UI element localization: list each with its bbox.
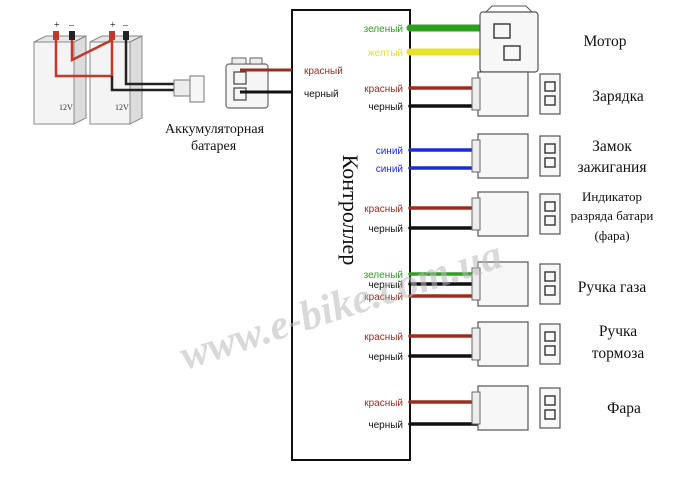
battery-cell: + – 12V — [33, 20, 87, 125]
device-label: Ручка — [599, 323, 637, 340]
device-1: Зарядка — [471, 71, 644, 117]
device-connector — [471, 133, 561, 179]
device-3: Индикатор разряда батари (фара) — [471, 189, 654, 243]
device-label: Индикатор — [582, 189, 642, 204]
device-wire-label: зеленый — [364, 270, 403, 281]
device-wire-label: черный — [368, 102, 403, 113]
device-wire-label: красный — [364, 332, 403, 343]
battery-cell-minus: – — [122, 20, 129, 31]
device-6: Фара — [471, 385, 641, 431]
device-connector — [471, 385, 561, 431]
battery-label: батарея — [191, 139, 237, 154]
battery-wire-label: черный — [304, 89, 339, 100]
controller-title: Контроллер — [338, 155, 363, 266]
device-5: Ручка тормоза — [471, 321, 645, 367]
battery-cell-voltage: 12V — [115, 103, 129, 112]
device-wire-label: черный — [368, 420, 403, 431]
battery-wire-label: красный — [304, 66, 343, 77]
battery-label: Аккумуляторная — [165, 122, 265, 137]
device-label: (фара) — [594, 228, 629, 243]
device-label: Замок — [592, 138, 632, 155]
device-2: Замок зажигания — [471, 133, 647, 179]
device-4: Ручка газа — [471, 261, 647, 307]
device-connector — [471, 191, 561, 237]
device-label: Ручка газа — [578, 279, 647, 296]
battery-cell-minus: – — [68, 20, 75, 31]
battery-output-wire — [110, 76, 176, 92]
battery-cell: + – 12V — [89, 20, 143, 125]
device-wire-label: красный — [364, 292, 403, 303]
device-connector — [471, 261, 561, 307]
device-connector — [471, 321, 561, 367]
device-wire-label: зеленый — [364, 24, 403, 35]
battery-connector — [225, 57, 269, 109]
device-label: тормоза — [592, 345, 645, 362]
device-wire-label: синий — [376, 164, 403, 175]
battery-pack: + – 12V + – 12V — [33, 20, 265, 154]
controller-box — [291, 9, 411, 461]
battery-link-wire — [54, 40, 114, 78]
battery-plug — [173, 75, 205, 103]
device-wire-label: синий — [376, 146, 403, 157]
device-wire-label: красный — [364, 398, 403, 409]
battery-cell-plus: + — [110, 20, 116, 31]
device-wire-label: красный — [364, 204, 403, 215]
battery-link-wire — [70, 38, 113, 63]
device-label: разряда батари — [571, 208, 654, 223]
device-connector — [471, 71, 561, 117]
battery-cell-plus: + — [54, 20, 60, 31]
device-wire-label: черный — [368, 280, 403, 291]
device-wire-label: черный — [368, 224, 403, 235]
battery-cell-voltage: 12V — [59, 103, 73, 112]
device-label: Зарядка — [592, 88, 644, 105]
device-wire-label: черный — [368, 352, 403, 363]
device-0: Мотор — [479, 5, 627, 73]
device-label: зажигания — [578, 159, 647, 176]
device-wire-label: красный — [364, 84, 403, 95]
device-label: Мотор — [583, 33, 626, 50]
device-wire-label: желтый — [368, 48, 403, 59]
motor-connector — [479, 5, 539, 73]
battery-output-wire — [124, 40, 176, 86]
device-label: Фара — [607, 400, 641, 417]
